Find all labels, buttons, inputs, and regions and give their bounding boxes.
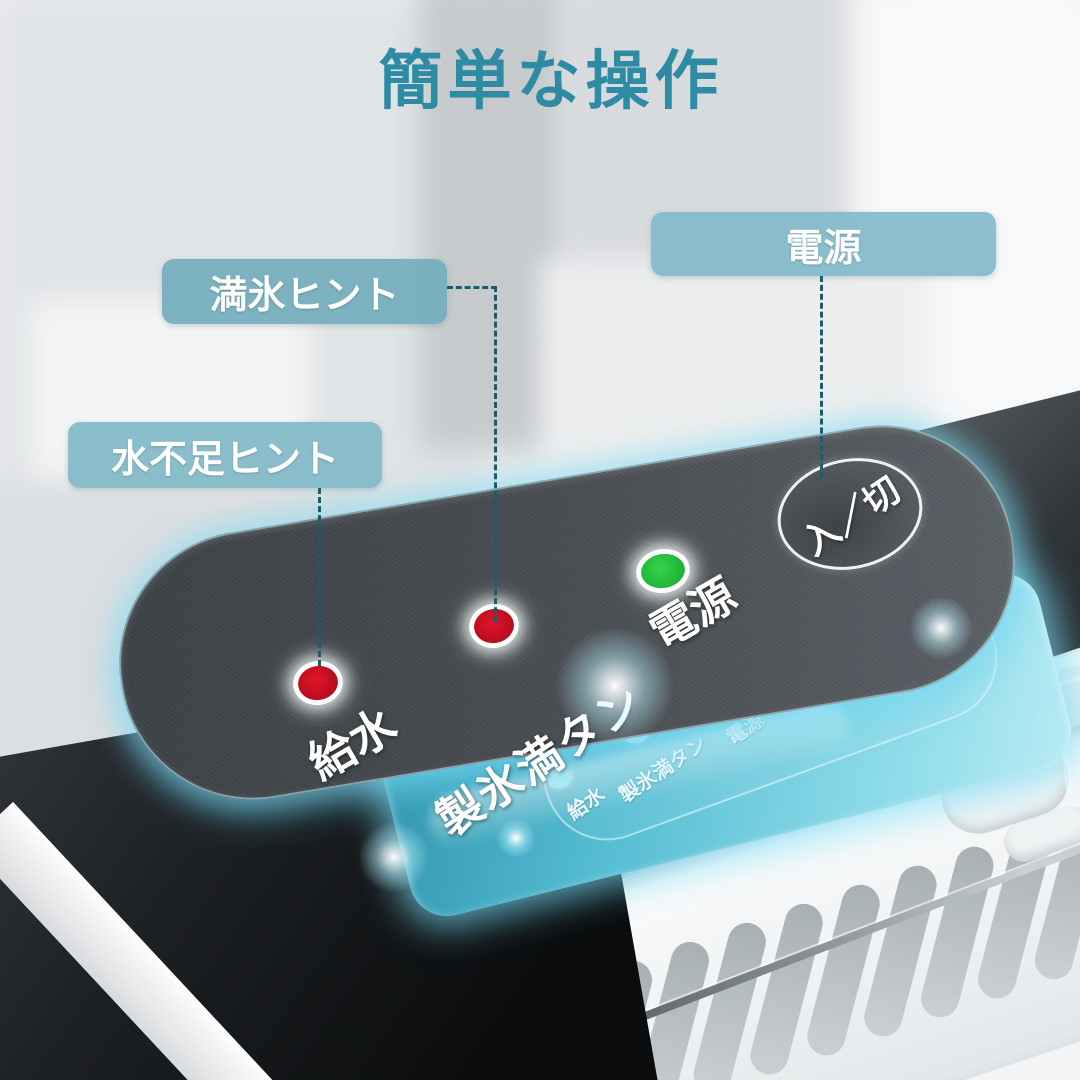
connector-full-ice-line	[494, 286, 497, 622]
callout-low-water-label: 水不足ヒント	[110, 438, 339, 481]
sparkle	[909, 596, 973, 660]
callout-power: 電源	[651, 212, 996, 276]
sparkle	[555, 626, 675, 746]
callout-full-ice-label: 満氷ヒント	[209, 275, 400, 317]
page-title: 簡単な操作	[378, 45, 724, 117]
sparkle	[496, 818, 536, 858]
connector-power-line	[820, 276, 823, 478]
power-onoff-label: 入／切	[795, 468, 908, 564]
callout-full-ice: 満氷ヒント	[162, 259, 447, 324]
sparkle	[358, 821, 430, 893]
callout-low-water: 水不足ヒント	[68, 422, 382, 488]
callout-power-label: 電源	[785, 227, 862, 270]
connector-low-water-line	[318, 488, 321, 666]
connector-full-ice-line	[447, 286, 497, 289]
